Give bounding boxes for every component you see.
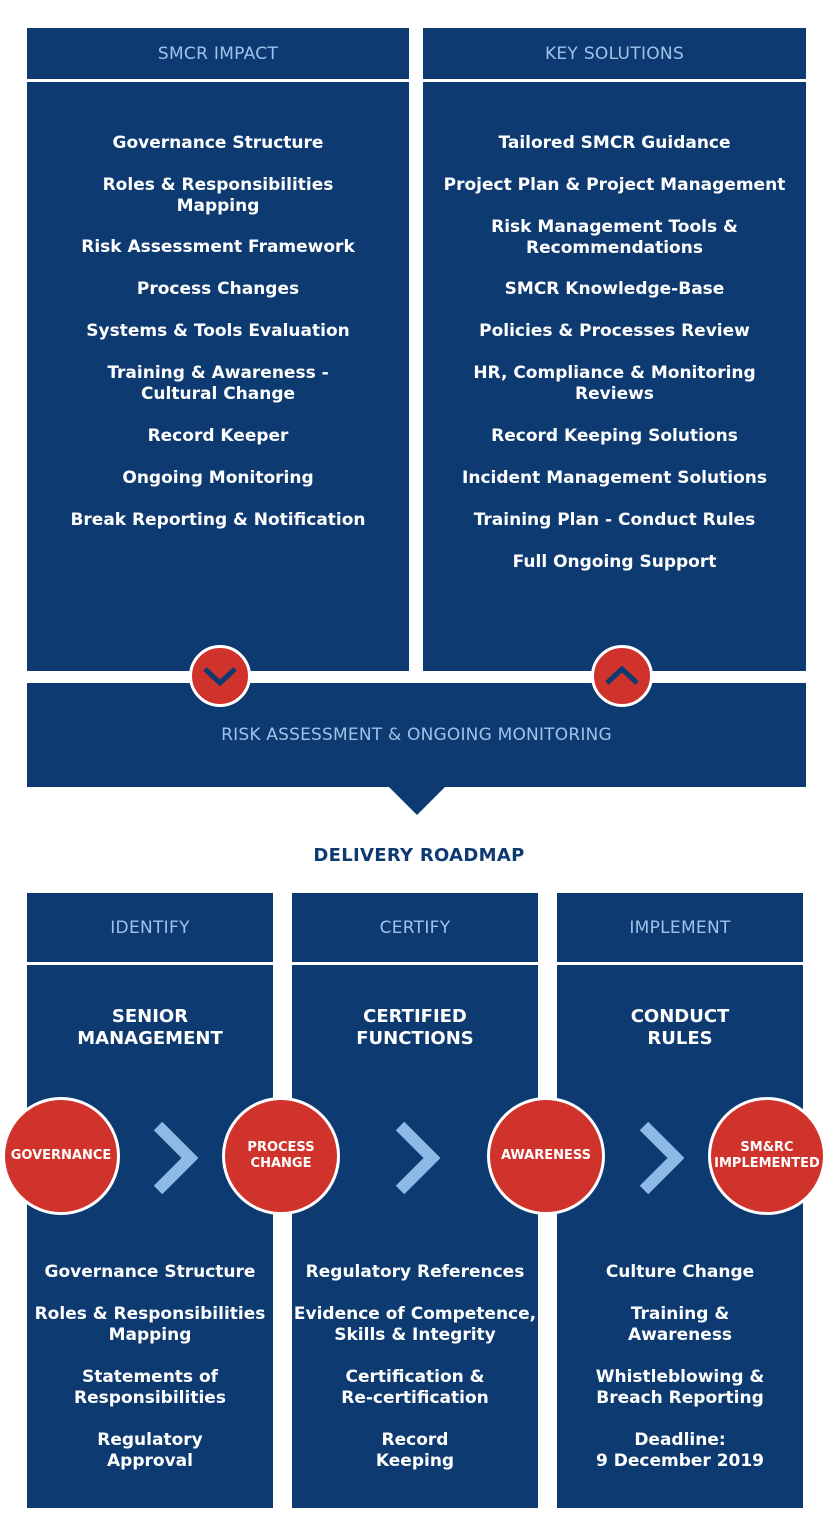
identify-header: IDENTIFY xyxy=(27,893,273,962)
list-item: Risk Management Tools & Recommendations xyxy=(491,217,738,258)
stage-process-change: PROCESS CHANGE xyxy=(222,1097,340,1215)
smcr-impact-panel: Governance Structure Roles & Responsibil… xyxy=(27,82,409,671)
collapse-toggle-left[interactable] xyxy=(189,645,251,707)
smcr-impact-list: Governance Structure Roles & Responsibil… xyxy=(27,82,409,671)
risk-assessment-bar: RISK ASSESSMENT & ONGOING MONITORING xyxy=(27,683,806,787)
certify-title: CERTIFY xyxy=(379,917,451,938)
chevron-up-icon xyxy=(605,666,639,685)
list-item: Process Changes xyxy=(136,279,300,299)
chevron-right-icon xyxy=(639,1122,684,1194)
chevron-down-icon xyxy=(203,667,237,686)
list-item: SMCR Knowledge-Base xyxy=(504,279,725,299)
list-item: Ongoing Monitoring xyxy=(122,468,314,488)
list-item: Roles & Responsibilities Mapping xyxy=(102,175,334,216)
stage-awareness: AWARENESS xyxy=(487,1097,605,1215)
certify-subheading: CERTIFIED FUNCTIONS xyxy=(356,1006,474,1049)
identify-subheading: SENIOR MANAGEMENT xyxy=(77,1006,223,1049)
list-item: Record Keeping Solutions xyxy=(491,426,738,446)
list-item: Project Plan & Project Management xyxy=(443,175,786,195)
list-item: Record Keeping xyxy=(375,1430,455,1471)
list-item: Governance Structure xyxy=(112,133,324,153)
key-solutions-list: Tailored SMCR Guidance Project Plan & Pr… xyxy=(423,82,806,671)
key-solutions-title: KEY SOLUTIONS xyxy=(544,43,685,64)
list-item: Statements of Responsibilities xyxy=(74,1367,226,1408)
list-item: Record Keeper xyxy=(147,426,289,446)
list-item: Break Reporting & Notification xyxy=(70,510,366,530)
key-solutions-header: KEY SOLUTIONS xyxy=(423,28,806,79)
smcr-impact-title: SMCR IMPACT xyxy=(157,43,279,64)
stage-smrc-implemented: SM&RC IMPLEMENTED xyxy=(708,1097,826,1215)
identify-panel: SENIOR MANAGEMENT Governance Structure R… xyxy=(27,965,273,1508)
chevron-right-icon xyxy=(395,1122,440,1194)
implement-subheading: CONDUCT RULES xyxy=(630,1006,730,1049)
list-item: Training Plan - Conduct Rules xyxy=(473,510,756,530)
identify-title: IDENTIFY xyxy=(110,917,190,938)
collapse-toggle-right[interactable] xyxy=(591,645,653,707)
list-item: Policies & Processes Review xyxy=(479,321,750,341)
delivery-roadmap-title: DELIVERY ROADMAP xyxy=(313,845,525,866)
stage-governance: GOVERNANCE xyxy=(2,1097,120,1215)
list-item: Certification & Re-certification xyxy=(341,1367,489,1408)
certify-list: Regulatory References Evidence of Compet… xyxy=(292,965,538,1508)
implement-header: IMPLEMENT xyxy=(557,893,803,962)
list-item: Culture Change xyxy=(605,1262,755,1282)
list-item: HR, Compliance & Monitoring Reviews xyxy=(473,363,756,404)
risk-assessment-label: RISK ASSESSMENT & ONGOING MONITORING xyxy=(221,725,612,745)
list-item: Regulatory References xyxy=(305,1262,525,1282)
key-solutions-panel: Tailored SMCR Guidance Project Plan & Pr… xyxy=(423,82,806,671)
implement-title: IMPLEMENT xyxy=(629,917,731,938)
list-item: Tailored SMCR Guidance xyxy=(498,133,731,153)
list-item: Deadline: 9 December 2019 xyxy=(595,1430,765,1471)
list-item: Evidence of Competence, Skills & Integri… xyxy=(293,1304,537,1345)
list-item: Governance Structure xyxy=(44,1262,256,1282)
list-item: Risk Assessment Framework xyxy=(81,237,355,257)
list-item: Whistleblowing & Breach Reporting xyxy=(595,1367,765,1408)
certify-panel: CERTIFIED FUNCTIONS Regulatory Reference… xyxy=(292,965,538,1508)
list-item: Training & Awareness - Cultural Change xyxy=(107,363,329,404)
chevron-right-icon xyxy=(153,1122,198,1194)
list-item: Roles & Responsibilities Mapping xyxy=(34,1304,266,1345)
list-item: Training & Awareness xyxy=(627,1304,733,1345)
list-item: Incident Management Solutions xyxy=(462,468,767,488)
implement-panel: CONDUCT RULES Culture Change Training & … xyxy=(557,965,803,1508)
smcr-impact-header: SMCR IMPACT xyxy=(27,28,409,79)
implement-list: Culture Change Training & Awareness Whis… xyxy=(557,965,803,1508)
pointer-triangle xyxy=(388,786,446,815)
list-item: Regulatory Approval xyxy=(97,1430,203,1471)
certify-header: CERTIFY xyxy=(292,893,538,962)
list-item: Systems & Tools Evaluation xyxy=(86,321,350,341)
list-item: Full Ongoing Support xyxy=(512,552,717,572)
identify-list: Governance Structure Roles & Responsibil… xyxy=(27,965,273,1508)
